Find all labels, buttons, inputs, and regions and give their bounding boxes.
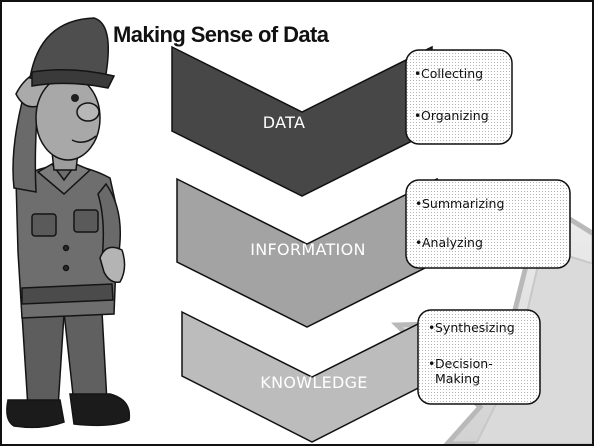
bullet-item: Synthesizing <box>428 320 532 335</box>
soldier-right-boot <box>69 393 131 427</box>
soldier-eye <box>71 94 79 102</box>
chevron-arrows <box>171 45 443 443</box>
soldier-right-pocket <box>73 209 99 233</box>
soldier-illustration <box>6 17 131 429</box>
bullet-item: Organizing <box>414 108 510 123</box>
soldier-right-leg <box>63 311 108 405</box>
soldier-left-arm <box>12 101 39 193</box>
soldier-helmet-brim <box>31 69 116 89</box>
bullet-item: Decision-Making <box>428 356 532 386</box>
soldier-left-leg <box>21 313 65 409</box>
chevron-label-data: DATA <box>262 113 306 132</box>
soldier-left-pocket <box>31 213 57 237</box>
information-items: Summarizing Analyzing <box>415 196 567 250</box>
data-items: Collecting Organizing <box>414 66 510 123</box>
soldier-belt <box>21 283 114 305</box>
chevron-label-knowledge: KNOWLEDGE <box>260 373 368 392</box>
knowledge-items: Synthesizing Decision-Making <box>428 320 532 386</box>
soldier-mouth <box>71 135 97 143</box>
soldier-nose <box>76 102 100 122</box>
slide-title: Making Sense of Data <box>113 22 329 47</box>
soldier-left-boot <box>6 399 65 429</box>
bullet-item: Collecting <box>414 66 510 81</box>
chevron-label-information: INFORMATION <box>250 240 366 259</box>
bullet-item: Summarizing <box>415 196 567 211</box>
soldier-right-hand <box>99 246 126 284</box>
soldier-button <box>62 264 70 272</box>
bullet-item: Analyzing <box>415 235 567 250</box>
soldier-button <box>62 244 70 252</box>
